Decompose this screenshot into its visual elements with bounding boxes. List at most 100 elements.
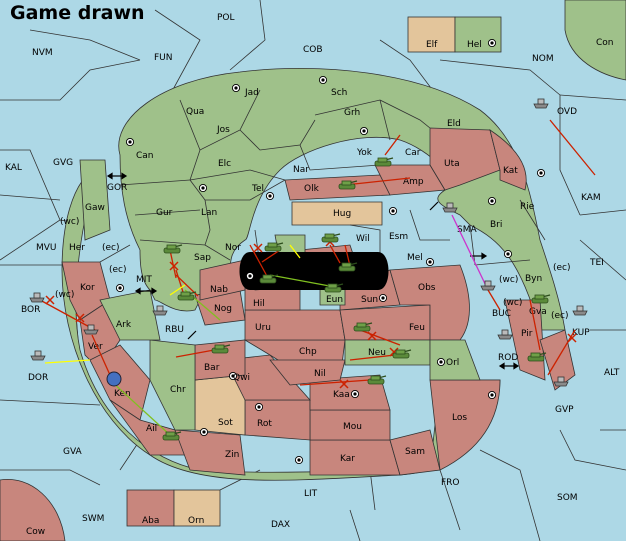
label-Ail: Ail: [146, 424, 157, 434]
label-ec4: (ec): [551, 311, 569, 321]
label-LIT: LIT: [304, 489, 318, 499]
label-Nog: Nog: [214, 304, 232, 314]
label-KAM: KAM: [581, 193, 601, 203]
label-BOR: BOR: [21, 305, 40, 315]
label-Skr: Skr: [285, 255, 300, 265]
label-Kat: Kat: [503, 166, 518, 176]
label-wc1: (wc): [60, 217, 79, 227]
label-OVD: OVD: [557, 107, 577, 117]
label-Bar: Bar: [204, 363, 220, 373]
region-Neu[interactable]: [344, 339, 431, 366]
label-Chr: Chr: [170, 385, 186, 395]
label-Sch: Sch: [331, 88, 347, 98]
label-KUP: KUP: [572, 328, 590, 338]
label-BUC: BUC: [492, 309, 511, 319]
label-Can: Can: [136, 151, 154, 161]
label-Car: Car: [405, 148, 421, 158]
label-ROD: ROD: [498, 353, 518, 363]
region-Kar[interactable]: [309, 439, 401, 476]
label-RBU: RBU: [165, 325, 184, 335]
label-Mel: Mel: [407, 253, 423, 263]
label-MIT: MIT: [136, 275, 152, 285]
region-Nab[interactable]: [199, 259, 246, 301]
label-Elc: Elc: [218, 159, 231, 169]
label-GVG: GVG: [53, 158, 73, 168]
label-Zin: Zin: [225, 450, 239, 460]
label-Con: Con: [596, 38, 614, 48]
region-Ark[interactable]: [99, 289, 161, 341]
label-TEI: TEI: [589, 258, 604, 268]
label-Grh: Grh: [344, 108, 360, 118]
label-Gva: Gva: [529, 307, 547, 317]
label-Gur: Gur: [156, 208, 173, 218]
label-Ark: Ark: [116, 320, 132, 330]
label-SWM: SWM: [82, 514, 104, 524]
label-POL: POL: [217, 13, 235, 23]
label-DOR: DOR: [28, 373, 48, 383]
label-Tel: Tel: [251, 184, 264, 194]
label-ec1: (ec): [102, 243, 120, 253]
region-Kat[interactable]: [489, 129, 527, 191]
label-Chp: Chp: [299, 347, 317, 357]
region-Chr[interactable]: [149, 339, 196, 431]
label-GVP: GVP: [555, 405, 574, 415]
label-NVM: NVM: [32, 48, 53, 58]
label-Cow: Cow: [26, 527, 45, 537]
label-KAL: KAL: [5, 163, 22, 173]
label-Kor: Kor: [80, 283, 95, 293]
channel-arrows: [106, 172, 520, 370]
label-GOR: GOR: [107, 183, 127, 193]
label-wc3: (wc): [499, 275, 518, 285]
label-Bri: Bri: [490, 220, 502, 230]
label-Feu: Feu: [409, 323, 425, 333]
region-Obs[interactable]: [389, 264, 470, 341]
label-Uru: Uru: [255, 323, 271, 333]
label-SOM: SOM: [557, 493, 578, 503]
label-Ost: Ost: [316, 258, 332, 268]
label-DAX: DAX: [271, 520, 290, 530]
label-ec3: (ec): [109, 265, 127, 275]
orders: [39, 119, 596, 436]
label-FUN: FUN: [154, 53, 173, 63]
region-Los[interactable]: [429, 379, 501, 471]
region-Orn[interactable]: [173, 489, 221, 527]
region-Qwi[interactable]: [224, 354, 311, 401]
region-Zin[interactable]: [174, 429, 246, 476]
label-SMA: SMA: [457, 225, 477, 235]
label-GVA: GVA: [63, 447, 83, 457]
label-Kaa: Kaa: [333, 390, 350, 400]
label-Nab: Nab: [210, 285, 228, 295]
label-Gaw: Gaw: [85, 203, 105, 213]
label-Yok: Yok: [356, 148, 373, 158]
label-ec2: (ec): [553, 263, 571, 273]
label-Uta: Uta: [444, 159, 460, 169]
label-Web: Web: [287, 274, 307, 284]
label-Mou: Mou: [343, 422, 362, 432]
label-wc4: (wc): [503, 298, 522, 308]
region-Orl[interactable]: [429, 339, 481, 381]
label-Sun: Sun: [361, 295, 378, 305]
label-Rot: Rot: [257, 419, 272, 429]
label-Esm: Esm: [389, 232, 408, 242]
region-Rot[interactable]: [244, 399, 311, 441]
label-Jos: Jos: [216, 125, 230, 135]
label-Obs: Obs: [418, 283, 436, 293]
land-borders: [99, 89, 546, 270]
region-GVG-land[interactable]: [79, 159, 111, 241]
label-Wil: Wil: [356, 234, 370, 244]
region-Hug[interactable]: [291, 201, 383, 226]
region-labels: NVM POL FUN COB NOM Con Elf Hel Jad Sch …: [5, 13, 620, 537]
label-NOM: NOM: [532, 54, 554, 64]
label-Ken: Ken: [114, 389, 131, 399]
label-Amp: Amp: [403, 177, 424, 187]
label-Aba: Aba: [142, 516, 159, 526]
label-wc2: (wc): [55, 290, 74, 300]
label-Ver: Ver: [88, 342, 103, 352]
game-status-title: Game drawn: [10, 2, 145, 24]
label-Nil: Nil: [314, 369, 326, 379]
region-Elf[interactable]: [407, 16, 456, 53]
label-Neu: Neu: [368, 348, 386, 358]
label-Qwi: Qwi: [233, 373, 250, 383]
